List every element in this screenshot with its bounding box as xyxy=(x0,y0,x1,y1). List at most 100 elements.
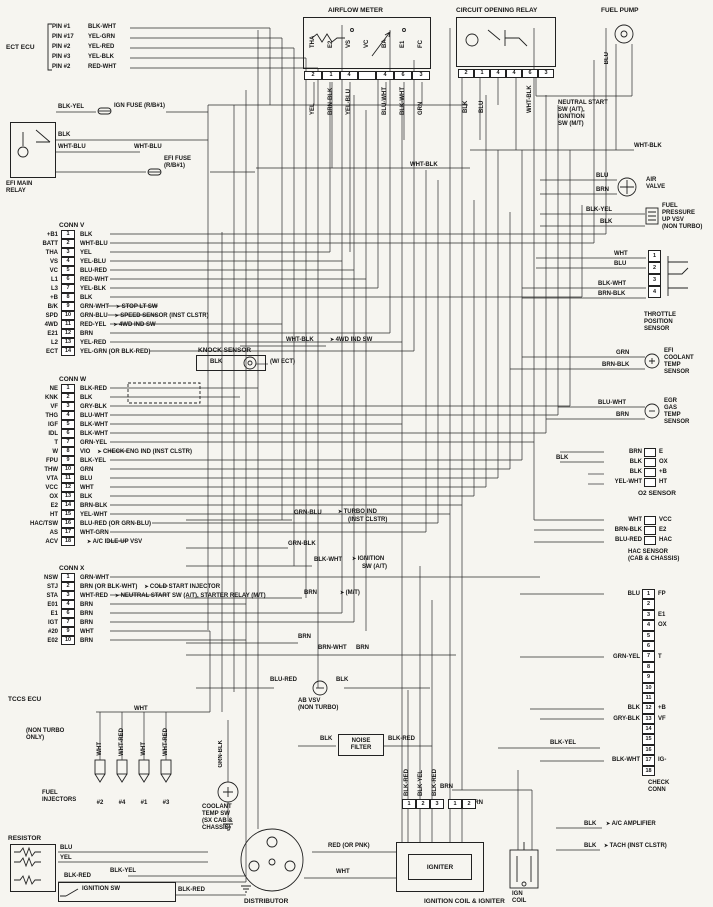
circuit-opening-relay-symbol xyxy=(465,29,528,47)
wire-color-label: RED-WHT xyxy=(88,64,117,70)
connector-pin-row: 11 xyxy=(606,692,667,704)
terminal-label: VC xyxy=(363,39,370,48)
ect-pin-row: PIN #17 YEL-GRN xyxy=(52,32,116,42)
wire-color-label: BLK-WHT xyxy=(612,757,640,764)
conn-w-title: CONN W xyxy=(59,376,87,383)
connector-pin-row: IGT 7 BRN xyxy=(28,618,266,627)
wire-slot: BLK-WHT xyxy=(394,83,412,115)
label-line: COOLANT xyxy=(202,804,232,810)
pin-name: 4WD xyxy=(44,321,58,328)
connector-pin-row: +B1 1 BLK xyxy=(28,230,209,239)
connector-cell: 2 xyxy=(462,799,476,809)
wire-color-label: RED (OR PNK) xyxy=(328,843,370,849)
wire-color-label: BLK-WHT xyxy=(88,24,116,30)
wire-slot: GRN xyxy=(412,83,430,115)
wire-color-label: BLK-YEL xyxy=(58,104,84,110)
connector-pin-row: B/K 9 GRN-WHT STOP LT SW xyxy=(28,302,209,311)
pin-name: VCC xyxy=(659,517,672,523)
connector-pin-row: FPU 9 BLK-YEL xyxy=(28,456,192,465)
connector-cell: 6 xyxy=(394,71,412,80)
connector-pin-row: L2 13 YEL-RED xyxy=(28,338,209,347)
pin-name: ECT xyxy=(46,348,58,355)
pin-name: IG- xyxy=(658,757,667,764)
connector-pin-row: 4WD 11 RED-YEL 4WD IND SW xyxy=(28,320,209,329)
pin-name: +B xyxy=(658,705,666,712)
wire-slot: WHT-BLK xyxy=(522,81,538,113)
pin-number: 10 xyxy=(61,636,75,645)
fuel-pump-title: FUEL PUMP xyxy=(601,7,639,14)
conn-w-block: CONN W NE 1 BLK-RED KNK 2 BLK VF 3 GRY-B… xyxy=(28,375,192,546)
pin-annotation: NEUTRAL START SW (A/T), STARTER RELAY (M… xyxy=(115,593,266,599)
connector-pin-row: 9 xyxy=(606,672,667,683)
wire-slot: BLU xyxy=(474,81,490,113)
pin-name: VS xyxy=(49,258,58,265)
wire-color-label: YEL-BLU xyxy=(345,89,352,115)
connector-pin-row: 3 E1 xyxy=(606,609,667,621)
efi-fuse-label: EFI FUSE(R/B#1) xyxy=(164,156,191,170)
connector-cell xyxy=(358,71,376,80)
label-line: FILTER xyxy=(350,745,372,751)
pin-name: E2 xyxy=(659,527,667,533)
wire-color-label: BLK-WHT xyxy=(80,421,108,428)
label-line: CHASSIS) xyxy=(202,825,231,831)
connector-pin-row: BLK OX xyxy=(606,457,668,467)
pin-number: 13 xyxy=(61,338,75,347)
terminal-slot: BA xyxy=(376,22,394,48)
wire-color-label: GRN xyxy=(80,466,94,473)
pin-number: 15 xyxy=(642,734,655,745)
pin-number: 14 xyxy=(61,501,75,510)
connector-pin-row: BRN-BLK E2 xyxy=(606,525,672,535)
wire-color-label: WHT-BLK xyxy=(634,143,662,149)
title-line: CONN xyxy=(648,787,666,793)
wire-color-label: BRN xyxy=(629,449,642,455)
pin-annotation: STOP LT SW xyxy=(116,304,158,310)
wire-color-label: BLK-WHT xyxy=(598,281,626,287)
pin-number: 9 xyxy=(642,672,655,683)
connector-cell: 1 xyxy=(474,69,490,78)
connector-pin-row: L1 6 RED-WHT xyxy=(28,275,209,284)
title-line: THROTTLE xyxy=(644,312,676,318)
wire-color-label: BRN xyxy=(80,601,93,608)
pin-cell xyxy=(644,457,656,467)
title-line: EGR xyxy=(664,398,678,404)
title-line: CHECK xyxy=(648,780,670,786)
title-line: EFI xyxy=(664,348,674,354)
air-valve-symbol xyxy=(617,177,637,197)
pin-name: THW xyxy=(44,466,58,473)
note-line: (NON TURBO xyxy=(26,728,65,734)
ect-pin-label: PIN #2 xyxy=(52,64,71,70)
wire-color-label: BLK-YEL xyxy=(586,207,612,213)
wire-color-label: YEL-GRN xyxy=(88,34,115,40)
pin-number: 8 xyxy=(61,447,75,456)
wire-color-label: BLK xyxy=(600,219,613,225)
ab-vsv-symbol xyxy=(312,680,328,696)
title-line: INJECTORS xyxy=(42,797,77,803)
wire-color-label: BLU xyxy=(604,52,610,65)
wire-color-label: BRN-WHT xyxy=(318,645,347,651)
wire-slot: WHT-RED xyxy=(111,728,133,756)
title-line: SENSOR xyxy=(664,419,690,425)
pin-name: OX xyxy=(49,493,58,500)
pin-name: NSW xyxy=(44,574,58,581)
pin-name: IDL xyxy=(48,430,58,437)
wire-color-label: BLK-WHT xyxy=(80,430,108,437)
pin-name: THG xyxy=(45,412,58,419)
pin-name: +B1 xyxy=(46,231,58,238)
ect-pin-label: PIN #3 xyxy=(52,54,71,60)
wire-color-label: GRY-BLK xyxy=(613,715,640,722)
ac-amplifier-note: A/C AMPLIFIER xyxy=(606,821,656,828)
connector-cell: 1 xyxy=(448,799,462,809)
connector-pin-row: 4 OX xyxy=(606,620,667,631)
wire-slot xyxy=(538,81,554,113)
wire-color-label: GRY-BLK xyxy=(80,403,107,410)
connector-pin-row: L3 7 YEL-BLK xyxy=(28,284,209,293)
title-line: (NON TURBO) xyxy=(662,224,703,230)
ect-pin-row: PIN #3 YEL-BLK xyxy=(52,52,116,62)
connector-pin-row: SPD 10 GRN-BLU SPEED SENSOR (INST CLSTR) xyxy=(28,311,209,320)
